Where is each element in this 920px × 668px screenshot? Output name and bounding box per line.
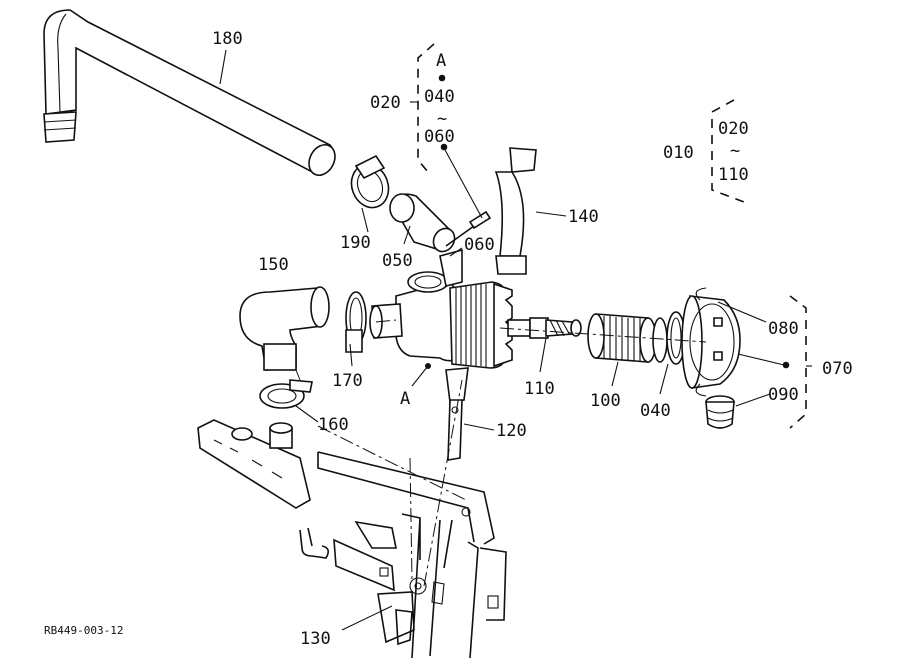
callout-040: 040 xyxy=(640,401,671,421)
callout-150: 150 xyxy=(258,255,289,275)
callout-180: 180 xyxy=(212,29,243,49)
frame xyxy=(299,451,507,659)
callout-010: 010 xyxy=(663,143,694,163)
clamp-170 xyxy=(345,291,367,353)
callout-100: 100 xyxy=(590,391,621,411)
callout-070: 070 xyxy=(822,359,853,379)
callout-060-top: 060 xyxy=(424,127,455,147)
callout-A-top: A xyxy=(436,51,446,71)
element-110 xyxy=(507,317,582,339)
callout-130: 130 xyxy=(300,629,331,649)
callout-170: 170 xyxy=(332,371,363,391)
drawing-code: RB449-003-12 xyxy=(44,624,123,637)
callout-060: 060 xyxy=(464,235,495,255)
clamp-190 xyxy=(350,154,390,209)
elbow-050 xyxy=(389,193,456,253)
rod-120 xyxy=(445,367,469,461)
callout-110-right: 110 xyxy=(718,165,749,185)
valve-090 xyxy=(705,395,735,429)
leader-lines xyxy=(219,49,812,631)
callout-tilde-right: ~ xyxy=(730,141,740,161)
duct-180 xyxy=(43,9,336,177)
ribbed-canister xyxy=(449,281,513,369)
bracket-left xyxy=(197,419,311,509)
callout-080: 080 xyxy=(768,319,799,339)
clamp-160 xyxy=(259,379,313,409)
filter-100 xyxy=(587,313,657,363)
callout-020: 020 xyxy=(370,93,401,113)
callout-190: 190 xyxy=(340,233,371,253)
callout-050: 050 xyxy=(382,251,413,271)
ring-040 xyxy=(652,311,686,365)
center-lines xyxy=(295,319,707,587)
group-bracket-010 xyxy=(711,99,745,203)
callout-110: 110 xyxy=(524,379,555,399)
callout-020-right: 020 xyxy=(718,119,749,139)
callout-140: 140 xyxy=(568,207,599,227)
cover-080 xyxy=(681,287,741,397)
elbow-hose-150 xyxy=(239,286,330,371)
callout-A-bottom: A xyxy=(400,389,410,409)
callout-160: 160 xyxy=(318,415,349,435)
group-bracket-070 xyxy=(789,295,807,429)
callout-120: 120 xyxy=(496,421,527,441)
callouts: 180 020 A 040 ~ 060 010 020 ~ 110 190 05… xyxy=(44,29,853,649)
group-bracket-020 xyxy=(417,43,435,173)
callout-040-top: 040 xyxy=(424,87,455,107)
dots xyxy=(425,74,790,369)
callout-tilde-top: ~ xyxy=(437,109,447,129)
strap-140 xyxy=(494,147,537,275)
callout-090: 090 xyxy=(768,385,799,405)
